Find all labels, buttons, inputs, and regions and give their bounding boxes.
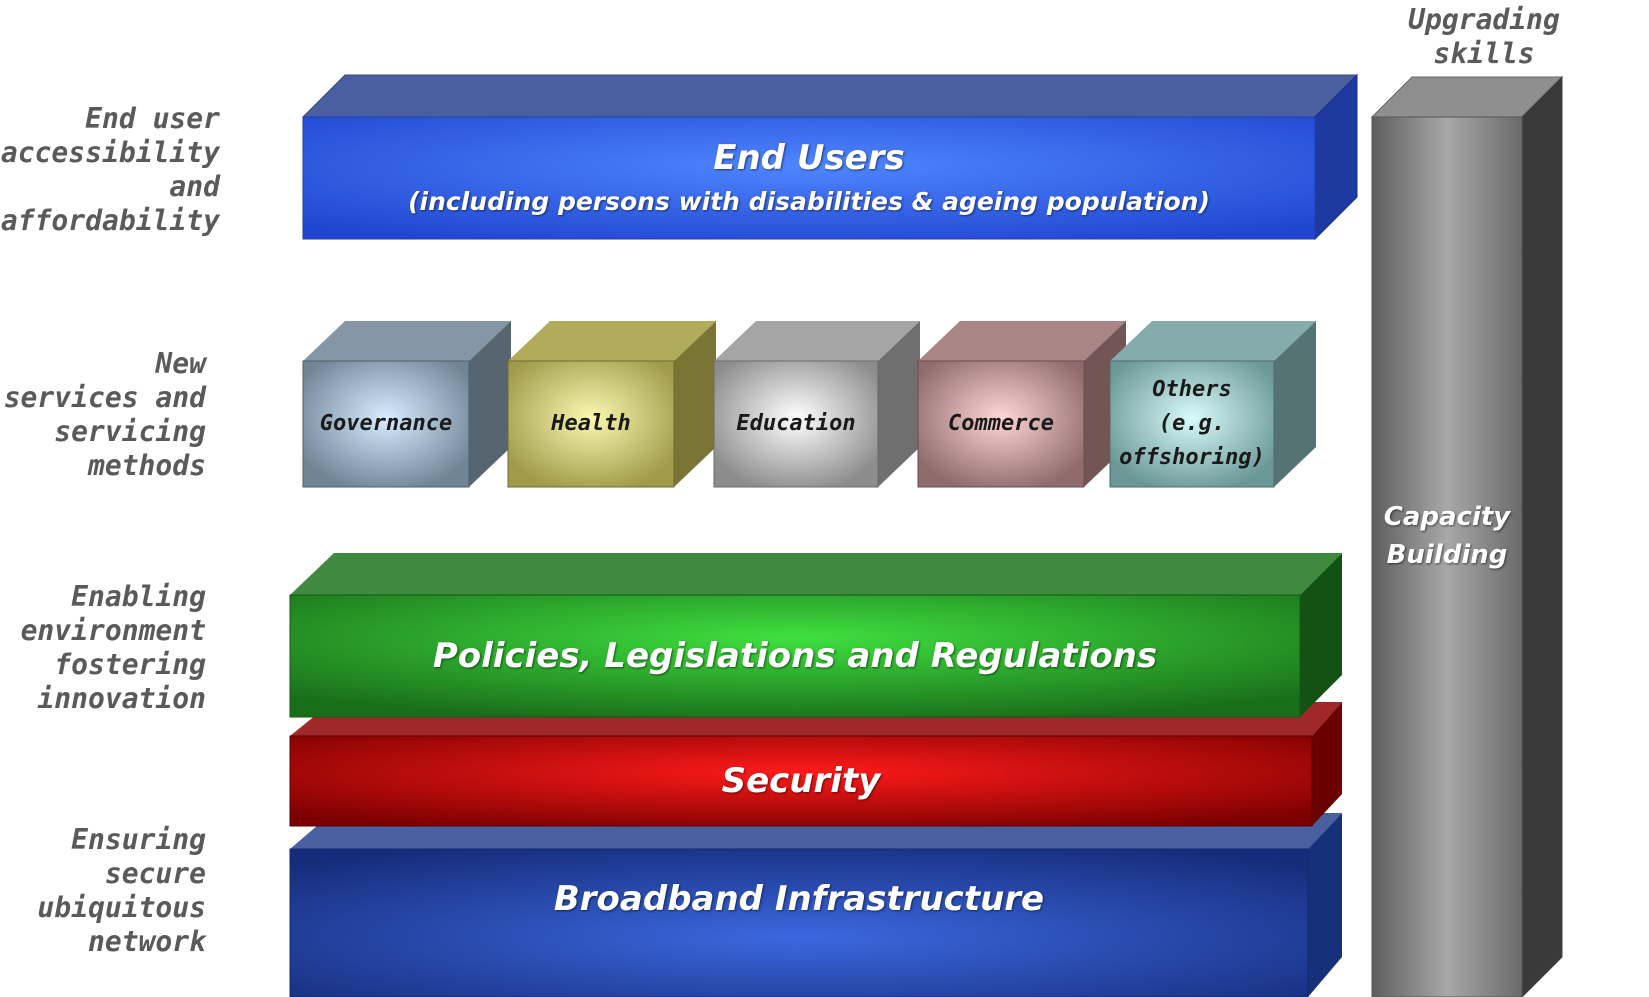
end-users-title: End Users <box>713 138 905 178</box>
capacity-building-label: Capacity Building <box>1383 502 1511 570</box>
label-enabling-environment: Enabling environment fostering innovatio… <box>20 580 206 715</box>
end-users-bar <box>301 73 1359 241</box>
broadband-title: Broadband Infrastructure <box>553 879 1045 919</box>
label-upgrading-skills: Upgrading skills <box>1408 3 1560 70</box>
label-new-services: New services and servicing methods <box>3 347 206 482</box>
governance-label: Governance <box>319 411 453 436</box>
security-title: Security <box>721 761 881 801</box>
capacity-building-column <box>1370 75 1564 997</box>
label-ensuring-network: Ensuring secure ubiquitous network <box>37 823 206 958</box>
others-label: Others (e.g. offshoring) <box>1119 377 1265 470</box>
health-label: Health <box>551 411 631 436</box>
policies-bar <box>289 553 1342 718</box>
label-end-user-accessibility: End user accessibility and affordability <box>0 102 220 237</box>
others-box <box>1109 321 1316 488</box>
policies-title: Policies, Legislations and Regulations <box>432 636 1158 676</box>
commerce-label: Commerce <box>948 411 1054 436</box>
education-box <box>713 321 920 488</box>
education-label: Education <box>736 411 856 436</box>
governance-box <box>302 321 511 488</box>
health-box <box>507 321 716 488</box>
end-users-subtitle: (including persons with disabilities & a… <box>408 187 1210 216</box>
